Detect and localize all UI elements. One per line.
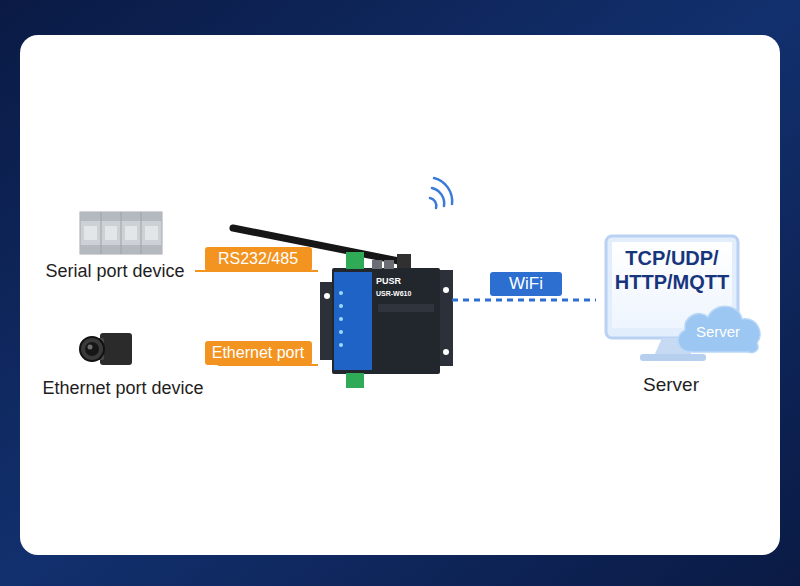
device-sticker (378, 304, 434, 312)
plc-module (145, 226, 158, 240)
led (339, 317, 343, 321)
node-label: PUSR (376, 277, 438, 287)
connector-label: RS232/485 (205, 247, 312, 271)
server-cloud: Server (672, 298, 764, 358)
panel (20, 35, 780, 555)
mounting-hole (443, 349, 449, 355)
plc-divider (121, 212, 122, 254)
gateway-device: PUSR USR-W610 (318, 250, 452, 380)
connector-label: Ethernet port (205, 341, 312, 365)
device-body (332, 268, 440, 374)
wifi-waves (430, 178, 452, 208)
port (372, 260, 382, 269)
port (384, 260, 394, 269)
monitor-base (640, 354, 706, 361)
device-front-panel (334, 272, 372, 370)
mounting-hole (443, 287, 449, 293)
terminal-block (346, 252, 364, 269)
plc-divider (101, 212, 102, 254)
plc-body (80, 212, 162, 254)
camera-lens-inner (85, 342, 99, 356)
gateway-illustration (320, 252, 453, 388)
wifi-wave (430, 198, 436, 208)
node-label: Server (672, 324, 764, 341)
wifi-wave (432, 188, 444, 206)
led (339, 291, 343, 295)
camera-lens-glint (88, 345, 93, 350)
plc-illustration (80, 212, 162, 254)
serial-device: Serial port device (35, 205, 195, 287)
plc-module (84, 226, 97, 240)
node-sublabel: Server (606, 374, 736, 396)
node-label: Serial port device (35, 261, 195, 283)
plc-divider (141, 212, 142, 254)
led (339, 304, 343, 308)
plc-module (105, 226, 117, 240)
node-sublabel: USR-W610 (376, 290, 438, 298)
camera-lens (80, 337, 104, 361)
node-label: Ethernet port device (28, 378, 218, 400)
connector-label: WiFi (490, 272, 562, 296)
camera-illustration (80, 333, 132, 365)
antenna-base (397, 254, 411, 268)
terminal-block (346, 373, 364, 388)
server-monitor: ServerTCP/UDP/ HTTP/MQTTServer (596, 232, 746, 397)
wifi-wave (434, 178, 452, 204)
led (339, 330, 343, 334)
plc-module (125, 226, 137, 240)
mounting-hole (324, 293, 330, 299)
node-label: TCP/UDP/ HTTP/MQTT (614, 246, 730, 294)
led (339, 343, 343, 347)
ethernet-device: Ethernet port device (28, 326, 218, 400)
connector (452, 299, 596, 302)
